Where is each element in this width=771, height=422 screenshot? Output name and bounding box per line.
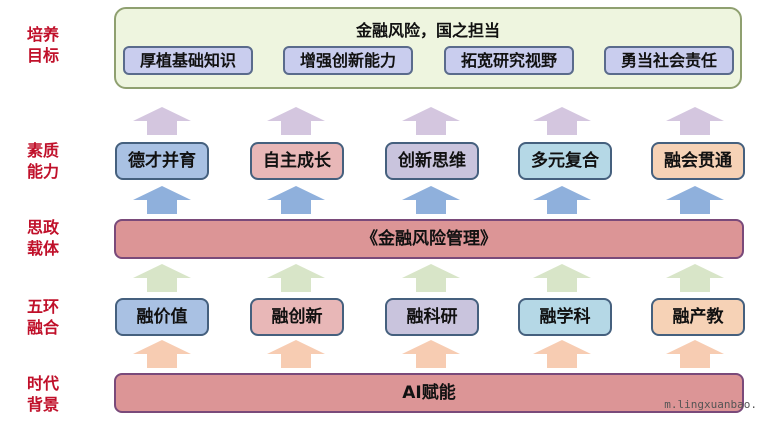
fusion-box-value: 融价值 <box>115 298 209 336</box>
watermark-text: m.lingxuanbao. <box>664 398 757 411</box>
quality-box-mastery: 融会贯通 <box>651 142 745 180</box>
up-arrow-icon <box>666 340 724 368</box>
quality-box-diverse: 多元复合 <box>518 142 612 180</box>
quality-box-thinking: 创新思维 <box>385 142 479 180</box>
goal-item-research: 拓宽研究视野 <box>444 46 574 75</box>
side-label-background: 时代 背景 <box>26 374 59 414</box>
goal-box: 金融风险，国之担当 厚植基础知识 增强创新能力 拓宽研究视野 勇当社会责任 <box>114 7 742 89</box>
goal-item-foundation: 厚植基础知识 <box>123 46 253 75</box>
up-arrow-icon <box>533 264 591 292</box>
goal-item-responsibility: 勇当社会责任 <box>604 46 734 75</box>
up-arrow-icon <box>666 186 724 214</box>
carrier-box: 《金融风险管理》 <box>114 219 744 259</box>
up-arrow-icon <box>402 340 460 368</box>
fusion-box-research: 融科研 <box>385 298 479 336</box>
up-arrow-icon <box>402 186 460 214</box>
up-arrow-icon <box>133 186 191 214</box>
side-label-goal: 培养 目标 <box>26 25 59 65</box>
up-arrow-icon <box>267 186 325 214</box>
up-arrow-icon <box>402 107 460 135</box>
up-arrow-icon <box>533 107 591 135</box>
background-box: AI赋能 <box>114 373 744 413</box>
up-arrow-icon <box>666 264 724 292</box>
fusion-box-discipline: 融学科 <box>518 298 612 336</box>
quality-box-growth: 自主成长 <box>250 142 344 180</box>
up-arrow-icon <box>402 264 460 292</box>
up-arrow-icon <box>533 340 591 368</box>
side-label-quality: 素质 能力 <box>26 141 59 181</box>
up-arrow-icon <box>267 107 325 135</box>
side-label-carrier: 思政 载体 <box>26 218 59 258</box>
side-label-fusion: 五环 融合 <box>26 297 59 337</box>
fusion-box-industry: 融产教 <box>651 298 745 336</box>
up-arrow-icon <box>533 186 591 214</box>
quality-box-virtue: 德才并育 <box>115 142 209 180</box>
up-arrow-icon <box>133 340 191 368</box>
up-arrow-icon <box>666 107 724 135</box>
goal-item-innovation: 增强创新能力 <box>283 46 413 75</box>
fusion-box-innovation: 融创新 <box>250 298 344 336</box>
up-arrow-icon <box>267 340 325 368</box>
up-arrow-icon <box>133 107 191 135</box>
up-arrow-icon <box>133 264 191 292</box>
goal-title: 金融风险，国之担当 <box>355 21 500 40</box>
up-arrow-icon <box>267 264 325 292</box>
